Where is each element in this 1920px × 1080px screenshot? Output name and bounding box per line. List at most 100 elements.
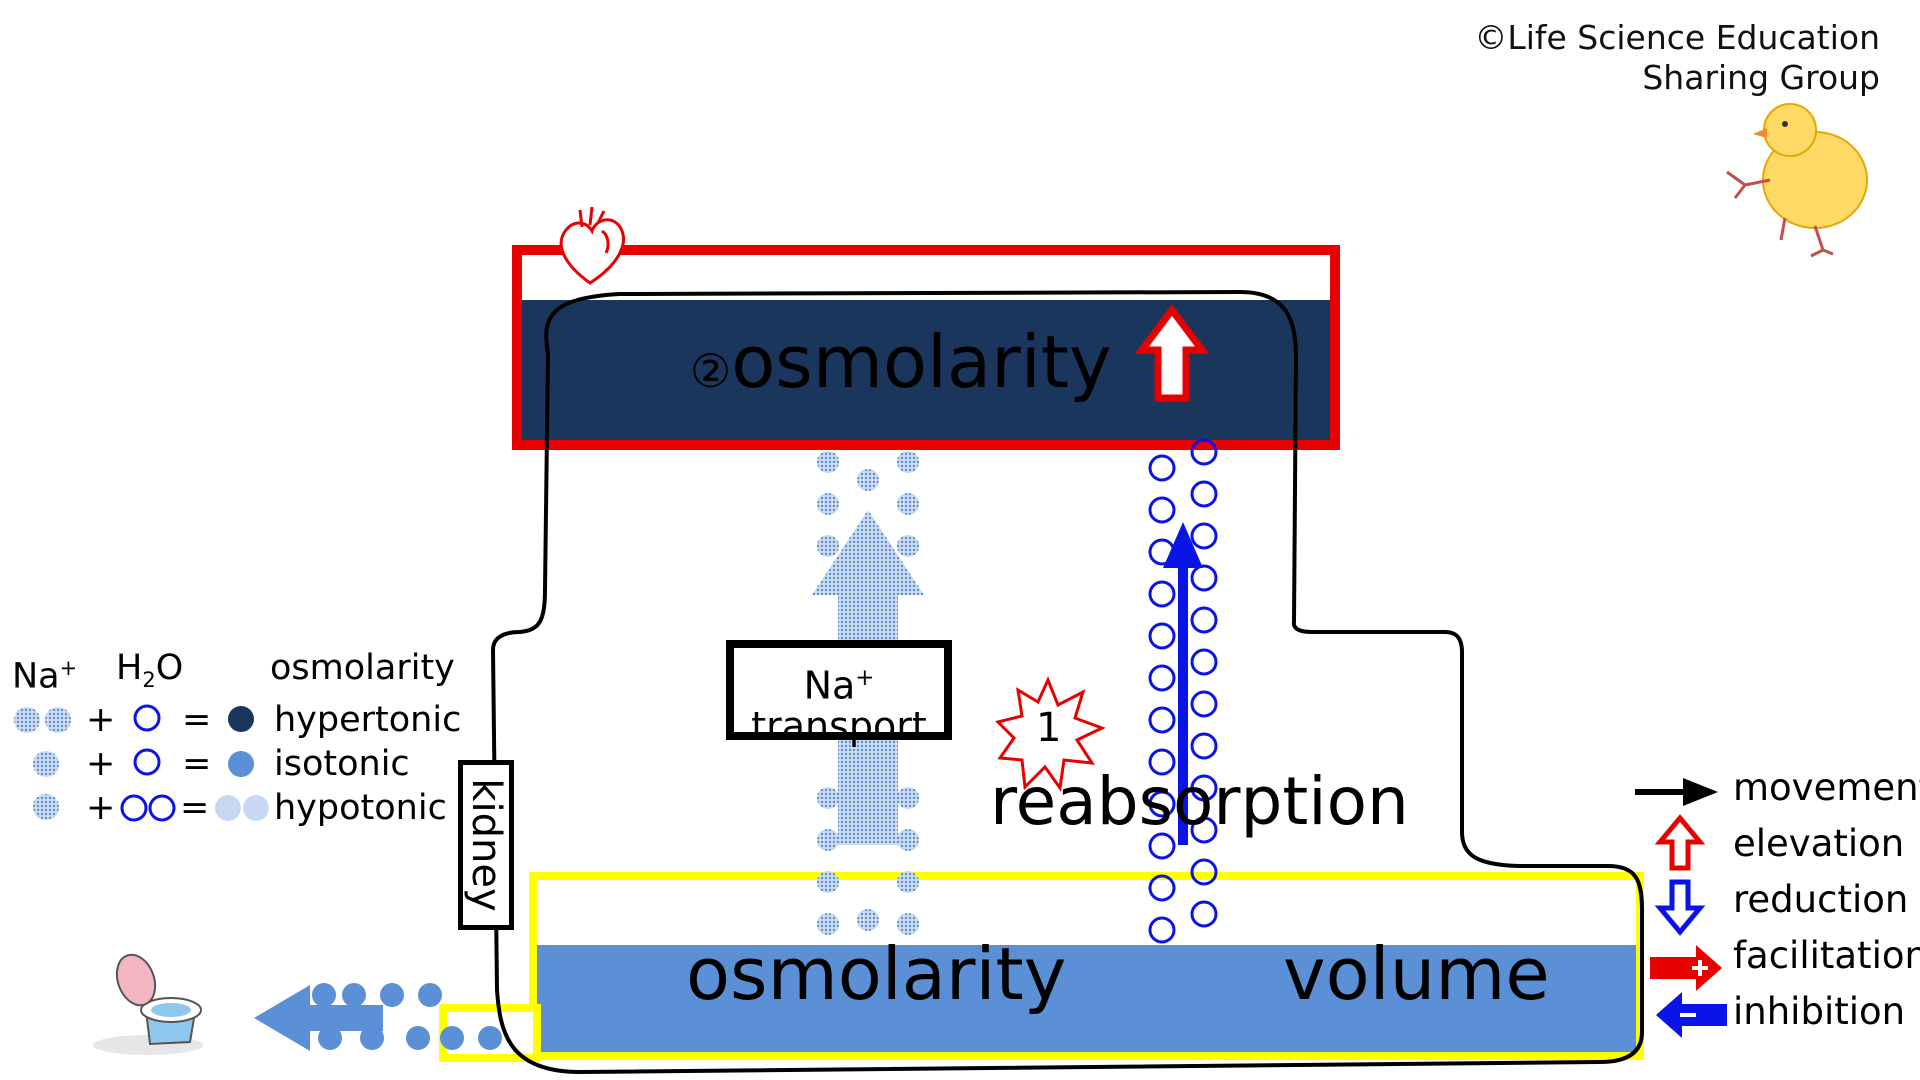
legend-hypotonic-dot [215,795,241,821]
sodium-dot [817,871,839,893]
sodium-dot [817,451,839,473]
legend-hypotonic-label: hypotonic [274,788,447,828]
legend-water-circle [120,794,148,822]
water-circle [1148,790,1176,818]
sodium-dot [817,829,839,851]
sodium-dot [897,535,919,557]
legend-water-circle [133,748,161,776]
blood-osmolarity-label: ②osmolarity [690,320,1112,404]
step-two-marker: ② [690,344,732,398]
legend-hypotonic-dot [243,795,269,821]
legend-inhibition-label: inhibition [1733,990,1906,1033]
step-one-marker: 1 [1036,705,1062,751]
credit-line-1: ©Life Science Education [1474,18,1880,57]
chick-icon [1726,103,1868,258]
sodium-dot [857,794,879,816]
water-circle [1148,622,1176,650]
tubule-volume-label: volume [1283,932,1550,1016]
legend-water-circle [133,704,161,732]
sodium-dot [817,787,839,809]
water-circle [1148,706,1176,734]
sodium-dot [857,909,879,931]
water-circle [1148,874,1176,902]
excreted-dot [380,983,404,1007]
legend-hypertonic-dot [228,706,254,732]
water-circle [1190,774,1218,802]
water-circle [1190,858,1218,886]
reabsorption-label: reabsorption [990,763,1409,840]
legend-header-osmolarity: osmolarity [270,648,455,688]
legend-row1-equals: = [182,700,212,740]
credit-line-2: Sharing Group [1642,58,1880,97]
water-circle [1190,564,1218,592]
legend-reduction-label: reduction [1733,878,1909,921]
toilet-icon [93,953,203,1055]
water-circle [1148,748,1176,776]
water-circle [1148,916,1176,944]
kidney-outline [490,289,1644,1075]
step-one-burst [995,676,1106,792]
reabsorption-arrow [1163,522,1203,845]
water-circle [1190,522,1218,550]
kidney-label: kidney [463,778,509,912]
legend-header-h2o: H2O [116,648,184,692]
excreted-dot [318,1026,342,1050]
movement-arrow-icon [1635,778,1718,806]
water-circle [1190,690,1218,718]
excreted-dot [342,983,366,1007]
sodium-dot [897,913,919,935]
excreted-dot [478,1026,502,1050]
sodium-dot [857,759,879,781]
legend-na-dot [33,794,59,820]
excretion-arrow [254,985,383,1051]
sodium-dot [897,787,919,809]
legend-row1-plus: + [86,700,116,740]
water-particles [1148,438,1218,944]
legend-isotonic-label: isotonic [274,744,410,784]
sodium-dot [817,493,839,515]
water-circle [1148,496,1176,524]
sodium-particles [817,451,919,935]
excreted-dot [312,983,336,1007]
legend-facilitation-label: facilitation [1733,934,1920,977]
legend-water-circle [148,794,176,822]
legend-row2-plus: + [86,744,116,784]
heart-icon [559,206,625,285]
sodium-transport-box: Na+ transport [726,640,952,746]
sodium-dot [897,871,919,893]
tubule-osmolarity-label: osmolarity [686,932,1067,1016]
legend-na-dot [14,707,40,733]
excreted-dot [360,1026,384,1050]
legend-na-dot [33,751,59,777]
copyright-credit: ©Life Science Education Sharing Group [1474,18,1880,98]
legend-row3-equals: = [180,788,210,828]
water-circle [1190,480,1218,508]
sodium-dot [817,535,839,557]
water-circle [1190,732,1218,760]
elevation-arrow-icon [1135,304,1209,402]
sodium-dot [857,469,879,491]
reduction-legend-icon [1654,879,1706,936]
legend-elevation-label: elevation [1733,822,1905,865]
water-circle [1190,900,1218,928]
legend-isotonic-dot [228,751,254,777]
excreted-dot [418,983,442,1007]
sodium-dot [817,913,839,935]
solute-legend-symbols [14,704,269,822]
water-circle [1148,454,1176,482]
facilitation-legend-icon [1650,945,1722,991]
legend-row2-equals: = [182,744,212,784]
kidney-label-box: kidney [458,760,514,930]
legend-hypertonic-label: hypertonic [274,700,462,740]
elevation-legend-icon [1654,814,1706,871]
sodium-dot [897,493,919,515]
legend-row3-plus: + [86,788,116,828]
inhibition-legend-icon [1656,992,1727,1038]
tubule-compartment [439,872,1644,1062]
legend-na-dot [45,707,71,733]
water-circle [1190,648,1218,676]
sodium-dot [897,829,919,851]
water-circle [1148,580,1176,608]
legend-header-na: Na+ [12,656,78,697]
water-circle [1190,606,1218,634]
